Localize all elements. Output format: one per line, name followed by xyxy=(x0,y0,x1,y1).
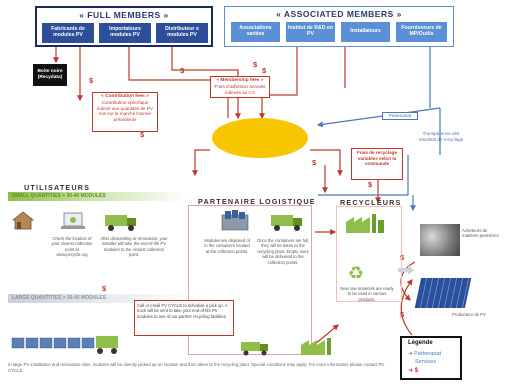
dollar-sign: $ xyxy=(400,310,405,319)
laptop-icon xyxy=(60,212,86,232)
dollar-sign: $ xyxy=(262,66,267,75)
transparence-label: Transparence des résultats de recyclage xyxy=(418,131,464,142)
dollar-sign: $ xyxy=(253,60,258,69)
raw-materials-image xyxy=(420,224,460,256)
fabricants-box: Fabricants de modules PV xyxy=(41,22,95,44)
step-text: Modules are disposed of in the container… xyxy=(204,238,250,254)
small-quantities-band: SMALL QUANTITIES > 30-40 MODULES xyxy=(8,192,188,201)
partenaire-title: PARTENAIRE LOGISTIQUE xyxy=(198,197,316,206)
recycle-icon: ♻ xyxy=(347,263,365,283)
associated-members-title: « ASSOCIATED MEMBERS » xyxy=(276,9,402,19)
boite-noire-box: Boite noire (Recydata) xyxy=(33,64,67,86)
partenariat-label: Partenariat xyxy=(382,112,418,120)
truck-icon xyxy=(270,212,304,232)
membership-fees-note: « Membership fees » Frais d'adhésion ann… xyxy=(210,76,270,98)
solar-field-illustration xyxy=(10,332,120,356)
recycleurs-title: RECYCLEURS xyxy=(340,198,402,207)
step-text: After dismantling or renovation, your in… xyxy=(100,236,168,258)
step-text: Check the location of your closest colle… xyxy=(51,236,93,258)
large-quantities-band: LARGE QUANTITIES > 30-40 MODULES xyxy=(8,294,198,303)
large-callout: Call or email PV CYCLE to schedule a pic… xyxy=(134,300,234,336)
distributeurs-box: Distributeur s modules PV xyxy=(155,22,209,44)
dollar-sign: $ xyxy=(89,76,94,85)
full-members-group: « FULL MEMBERS » Fabricants de modules P… xyxy=(35,6,213,47)
dollar-sign: $ xyxy=(312,158,317,167)
associations-box: Associations variées xyxy=(230,21,281,43)
legend-title: Légende xyxy=(408,340,433,346)
dollar-sign: $ xyxy=(368,180,373,189)
membership-fees-title: « Membership fees » xyxy=(216,78,264,83)
step-text: Once the containers are full, they will … xyxy=(256,238,310,265)
factory-icon xyxy=(300,336,340,356)
institut-box: Institut de R&D en PV xyxy=(285,21,336,43)
container-icon xyxy=(220,210,250,232)
contribution-fees-title: « Contribution fees » xyxy=(101,94,149,99)
dollar-sign: $ xyxy=(102,284,107,293)
legend-partenariat: ➜ Partenariat xyxy=(408,351,442,357)
dollar-sign: $ xyxy=(140,130,145,139)
solar-panel-image xyxy=(414,278,472,308)
acheteurs-label: Acheteurs de matières premières xyxy=(462,228,499,239)
pv-cycle-center xyxy=(212,118,308,158)
contribution-fees-note: « Contribution fees » Contribution spéci… xyxy=(92,92,158,132)
frais-recyclage-note: Frais de recyclage variables selon la co… xyxy=(351,148,403,180)
truck-icon xyxy=(104,212,138,232)
dollar-sign: $ xyxy=(400,253,405,262)
importateurs-box: Importateurs modules PV xyxy=(98,22,152,44)
house-icon xyxy=(11,210,35,230)
recycler-flow-frame xyxy=(336,206,402,302)
step-text: New raw materials are ready to be used i… xyxy=(340,286,394,302)
producteur-label: Producteur de PV xyxy=(452,312,486,317)
logistics-flow-frame xyxy=(188,205,312,355)
utilisateurs-title: UTILISATEURS xyxy=(24,183,91,192)
footer-note: In large PV installation and renovation … xyxy=(8,362,385,373)
blue-arrow-icon: ➜ xyxy=(408,351,415,357)
associated-members-group: « ASSOCIATED MEMBERS » Associations vari… xyxy=(224,6,454,47)
membership-fees-body: Frais d'adhésion annuels indexés au CA xyxy=(214,83,266,95)
dollar-sign: $ xyxy=(180,66,185,75)
fournisseurs-box: Fournisseurs de MP/Outils xyxy=(395,21,448,43)
legend-box: Légende ➜ Partenariat Services ➜ $ xyxy=(400,336,462,380)
gray-arrow xyxy=(398,262,414,275)
red-arrow-icon: ➜ xyxy=(408,368,415,374)
legend-dollar: ➜ $ xyxy=(408,368,419,374)
full-members-title: « FULL MEMBERS » xyxy=(79,10,169,20)
contribution-fees-body: Contribution spécifique indexé aux quant… xyxy=(97,99,153,123)
installateurs-box: Installateurs xyxy=(340,21,391,43)
truck-icon xyxy=(240,340,270,356)
factory-icon xyxy=(345,212,385,234)
legend-services: Services xyxy=(415,359,437,365)
